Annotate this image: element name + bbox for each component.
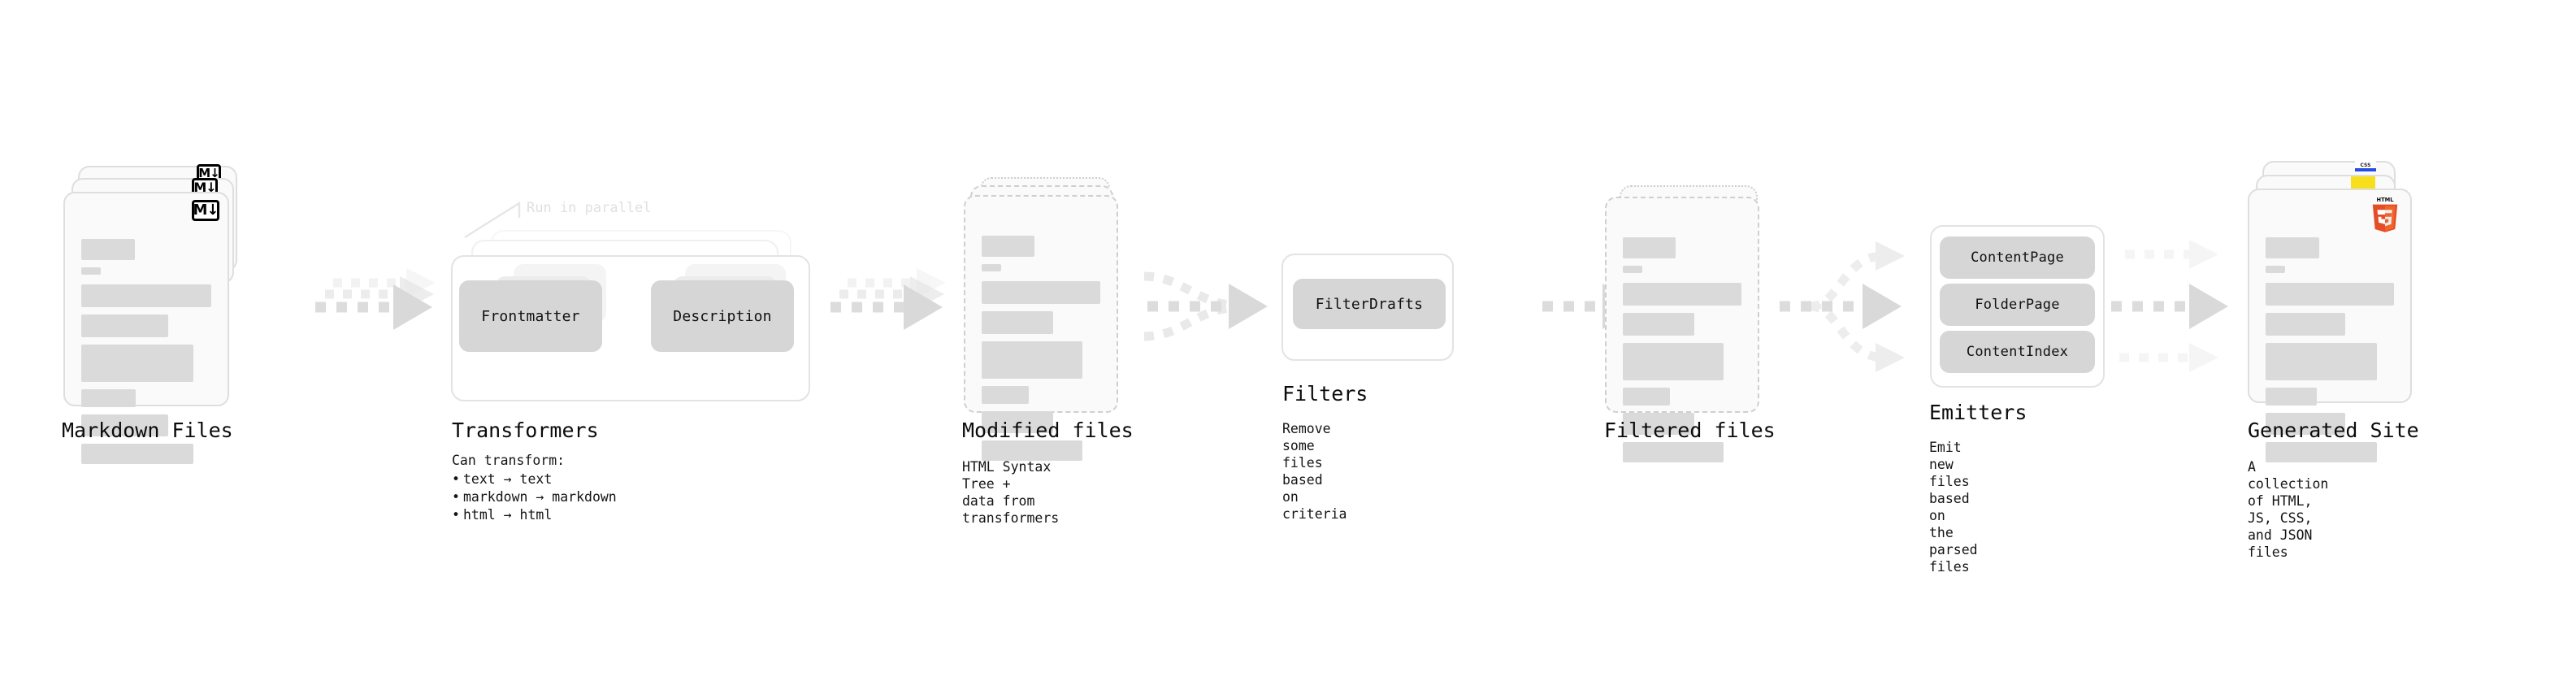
generated-site-subtitle: A collection of HTML, JS, CSS, and JSON … bbox=[2248, 459, 2329, 560]
generated-doc-front: HTML bbox=[2248, 189, 2412, 462]
emitter-chip-folderpage[interactable]: FolderPage bbox=[1940, 284, 2095, 326]
arrow-markdown-to-transformers bbox=[315, 268, 436, 330]
emitters-title: Emitters bbox=[1929, 401, 2027, 424]
svg-text:HTML: HTML bbox=[2377, 197, 2395, 203]
generated-site-title: Generated Site bbox=[2248, 419, 2419, 442]
transformers-bullets: Can transform: text → text markdown → ma… bbox=[452, 452, 617, 524]
transformers-bullet-2: html → html bbox=[452, 506, 617, 523]
markdown-badge-front: M↓ bbox=[192, 200, 219, 221]
markdown-files-title: Markdown Files bbox=[62, 419, 233, 442]
markdown-doc-front: M↓ bbox=[63, 192, 229, 464]
run-in-parallel-note: Run in parallel bbox=[527, 200, 652, 216]
emitter-chip-contentindex-label: ContentIndex bbox=[1966, 344, 2069, 360]
arrow-emitters-to-site bbox=[2111, 240, 2228, 372]
emitters-subtitle: Emit new files based on the parsed files bbox=[1929, 440, 1978, 575]
js-icon bbox=[2351, 176, 2375, 191]
emitter-chip-contentindex[interactable]: ContentIndex bbox=[1940, 331, 2095, 373]
filtered-doc-front bbox=[1605, 197, 1759, 462]
modified-files-title: Modified files bbox=[962, 419, 1134, 442]
filters-title: Filters bbox=[1282, 382, 1368, 406]
css-icon-bar bbox=[2355, 168, 2376, 171]
transformers-title: Transformers bbox=[452, 419, 599, 442]
filter-chip-filterdrafts-label: FilterDrafts bbox=[1315, 295, 1424, 313]
arrow-modified-to-filters bbox=[1143, 271, 1268, 341]
transformer-chip-description-label: Description bbox=[673, 307, 772, 325]
generated-doc-skeleton-lines bbox=[2266, 237, 2394, 470]
transformers-bullet-0: text → text bbox=[452, 471, 617, 488]
filters-subtitle: Remove some files based on criteria bbox=[1282, 421, 1347, 522]
filtered-doc-skeleton-lines bbox=[1623, 237, 1741, 470]
arrow-filtered-to-emitters bbox=[1780, 241, 1905, 372]
modified-files-subtitle: HTML Syntax Tree + data from transformer… bbox=[962, 459, 1060, 526]
arrow-transformers-to-modified bbox=[830, 268, 946, 330]
modified-doc-front bbox=[964, 195, 1118, 461]
modified-doc-skeleton-lines bbox=[982, 236, 1100, 468]
css-icon: CSS bbox=[2355, 161, 2376, 171]
css-icon-label: CSS bbox=[2360, 163, 2371, 168]
transformers-bullets-header: Can transform: bbox=[452, 453, 566, 468]
filtered-files-title: Filtered files bbox=[1604, 419, 1776, 442]
html5-icon: HTML bbox=[2370, 195, 2400, 232]
transformer-chip-frontmatter-label: Frontmatter bbox=[481, 307, 580, 325]
filter-chip-filterdrafts[interactable]: FilterDrafts bbox=[1293, 279, 1446, 329]
html5-icon-svg: HTML bbox=[2372, 197, 2398, 232]
markdown-badge-back-2: M↓ bbox=[197, 164, 221, 182]
transformers-bullet-list: text → text markdown → markdown html → h… bbox=[452, 471, 617, 523]
emitter-chip-contentpage[interactable]: ContentPage bbox=[1940, 236, 2095, 279]
transformer-chip-description[interactable]: Description bbox=[651, 280, 794, 352]
transformer-chip-frontmatter[interactable]: Frontmatter bbox=[459, 280, 602, 352]
emitter-chip-contentpage-label: ContentPage bbox=[1971, 249, 2064, 266]
emitter-chip-folderpage-label: FolderPage bbox=[1975, 297, 2060, 313]
transformers-bullet-1: markdown → markdown bbox=[452, 488, 617, 505]
markdown-doc-skeleton-lines bbox=[81, 239, 211, 471]
